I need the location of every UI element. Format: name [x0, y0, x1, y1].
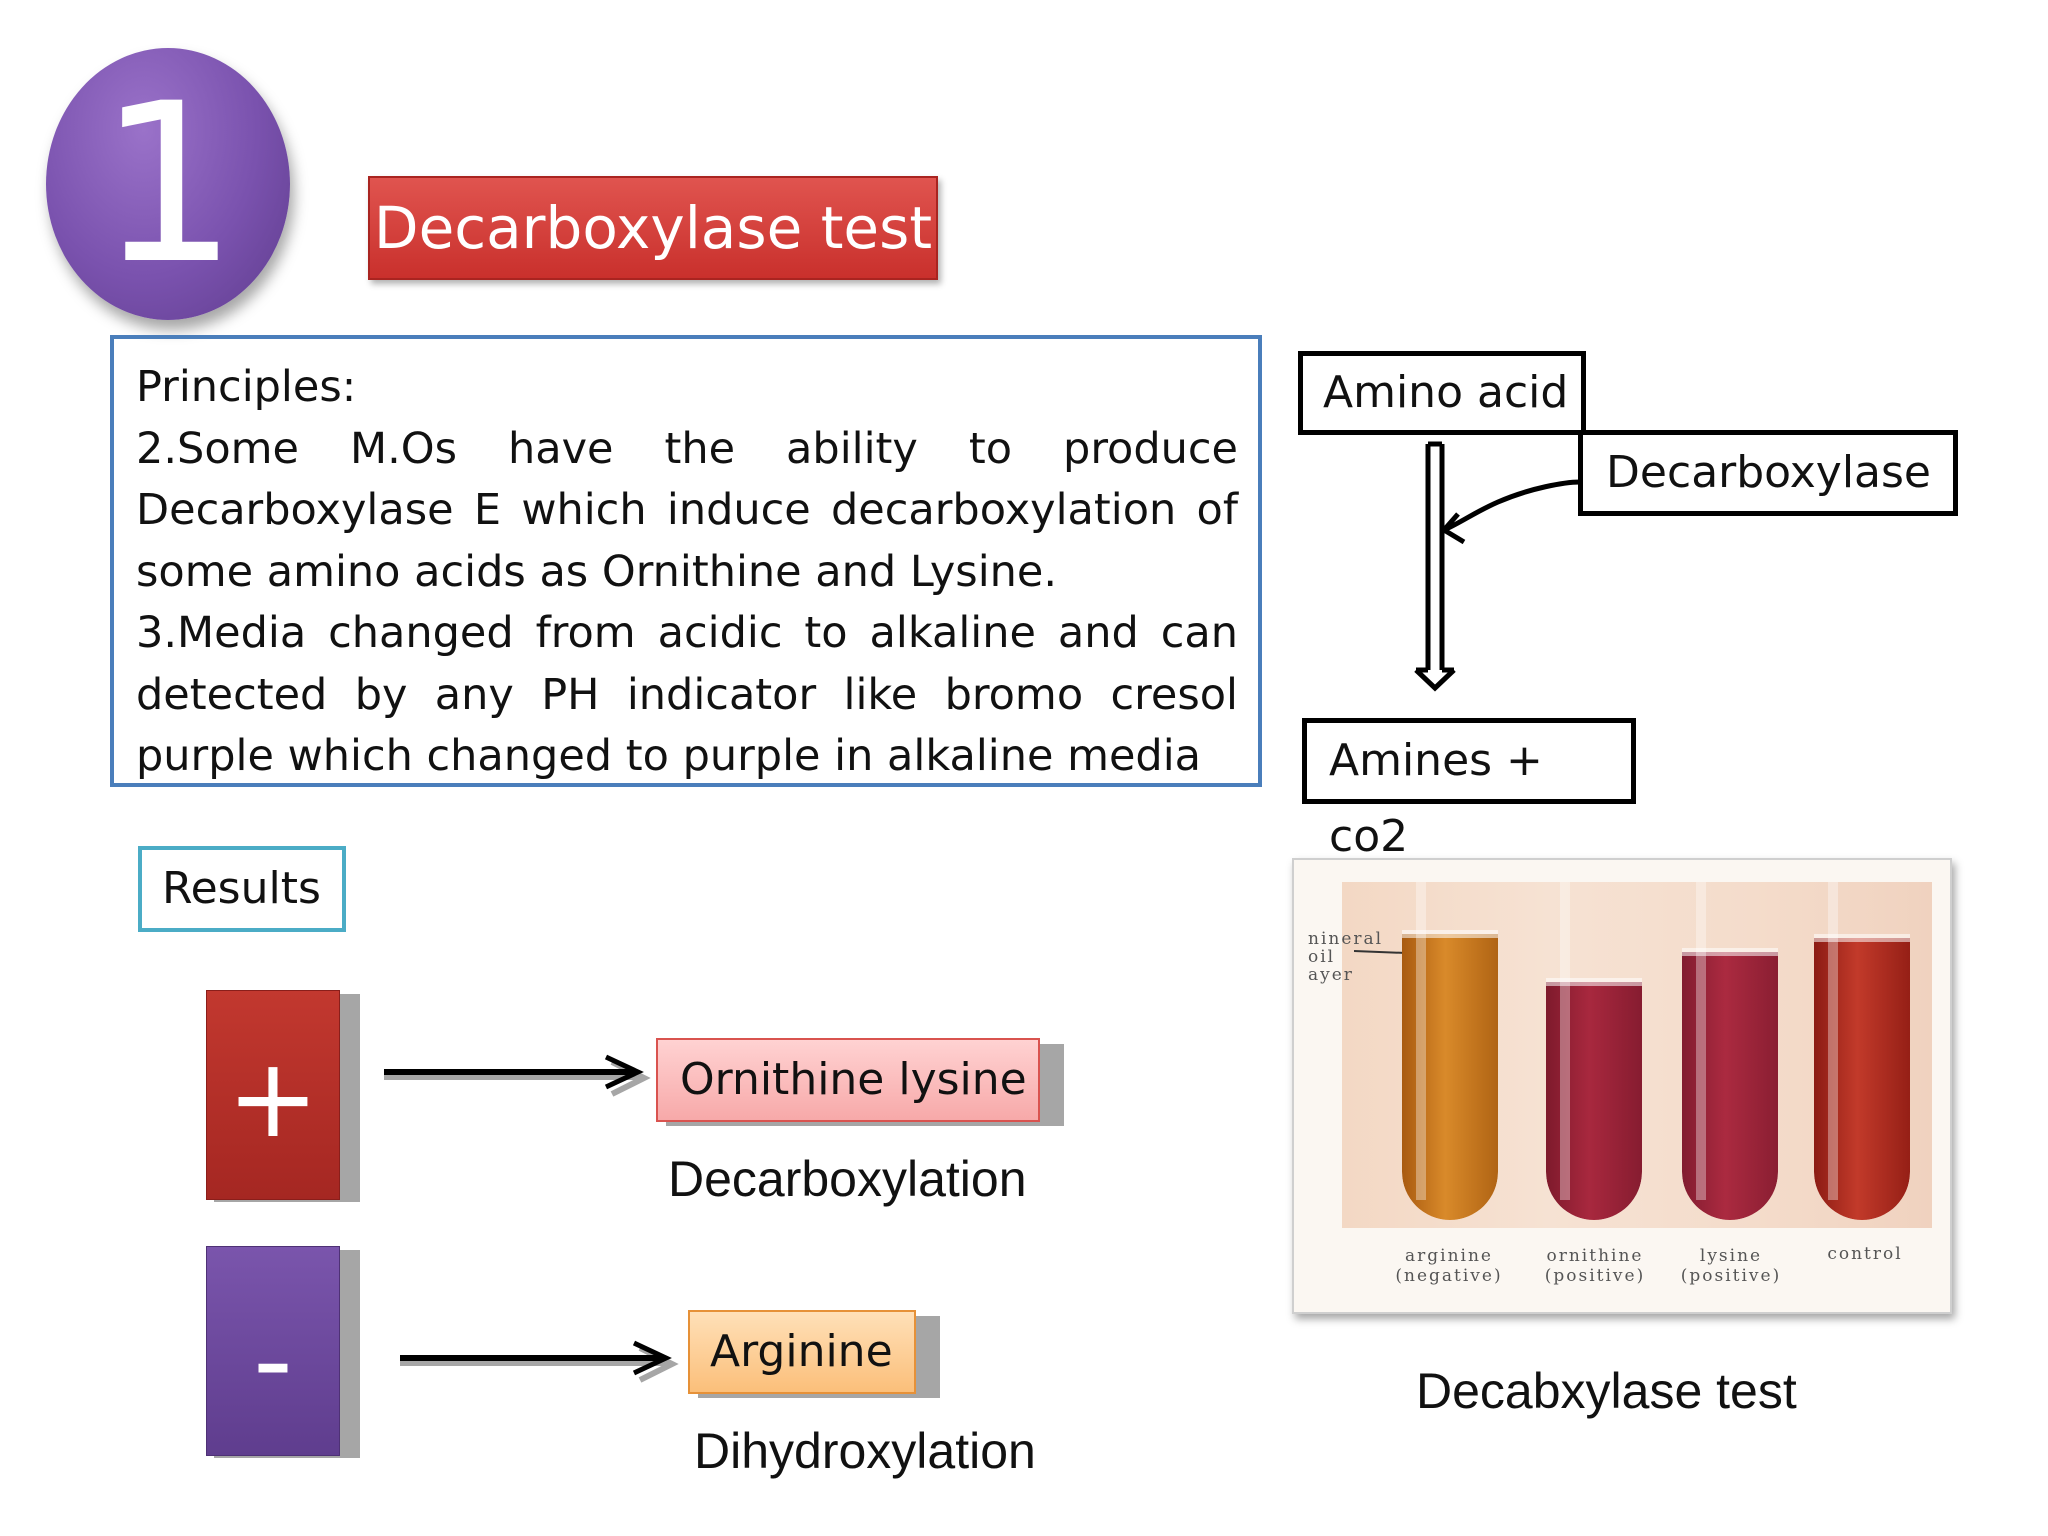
tube-ornithine	[1546, 882, 1642, 1220]
principles-box: Principles: 2.Some M.Os have the ability…	[110, 335, 1262, 787]
slide-number-badge: 1	[46, 48, 290, 320]
tube-label-control: control	[1827, 1244, 1903, 1264]
principle-2-line-3: some amino acids as Ornithine and Lysine…	[136, 546, 1058, 597]
tube-control	[1814, 882, 1910, 1220]
tube-arginine	[1402, 882, 1498, 1220]
photo-caption: Decabxylase test	[1416, 1363, 1797, 1419]
negative-square: -	[206, 1246, 340, 1456]
negative-result-box: Arginine	[688, 1310, 916, 1394]
product-box: Amines + co2	[1302, 718, 1636, 862]
positive-arrow-icon	[384, 1054, 651, 1097]
negative-reaction-label: Dihydroxylation	[694, 1423, 1036, 1479]
minus-sign: -	[253, 1296, 293, 1424]
tube-label-lysine: lysine(positive)	[1680, 1246, 1782, 1286]
decarboxylase-tubes-photo: nineral oil ayer arginine(negative) orni…	[1292, 858, 1952, 1314]
slide-number: 1	[98, 56, 238, 312]
negative-arrow-icon	[400, 1340, 679, 1383]
principle-3-line-3: purple which changed to purple in alkali…	[136, 731, 1202, 781]
results-heading: Results	[138, 846, 346, 932]
reaction-arrows	[1414, 441, 1581, 692]
positive-square: +	[206, 990, 340, 1200]
down-arrow-icon	[1414, 441, 1456, 692]
enzyme-box: Decarboxylase	[1578, 430, 1958, 516]
principles-heading: Principles:	[136, 362, 357, 412]
oil-layer-label: nineral oil ayer	[1308, 929, 1384, 985]
principle-3-line-2: detected by any PH indicator like bromo …	[136, 669, 1238, 720]
tube-lysine	[1682, 882, 1778, 1220]
principle-2-line-2: Decarboxylase E which induce decarboxyla…	[136, 485, 1238, 535]
plus-sign: +	[226, 1034, 320, 1162]
positive-result-box: Ornithine lysine	[656, 1038, 1040, 1122]
substrate-box: Amino acid	[1298, 351, 1586, 435]
principle-3-line-1: 3.Media changed from acidic to alkaline …	[136, 608, 1238, 658]
tube-label-arginine: arginine(negative)	[1395, 1246, 1503, 1286]
principle-2-line-1: 2.Some M.Os have the ability to produce	[136, 423, 1238, 474]
slide-title: Decarboxylase test	[368, 176, 938, 280]
enzyme-arrow-icon	[1442, 479, 1581, 533]
tube-label-ornithine: ornithine(positive)	[1544, 1246, 1646, 1286]
positive-reaction-label: Decarboxylation	[668, 1151, 1027, 1207]
